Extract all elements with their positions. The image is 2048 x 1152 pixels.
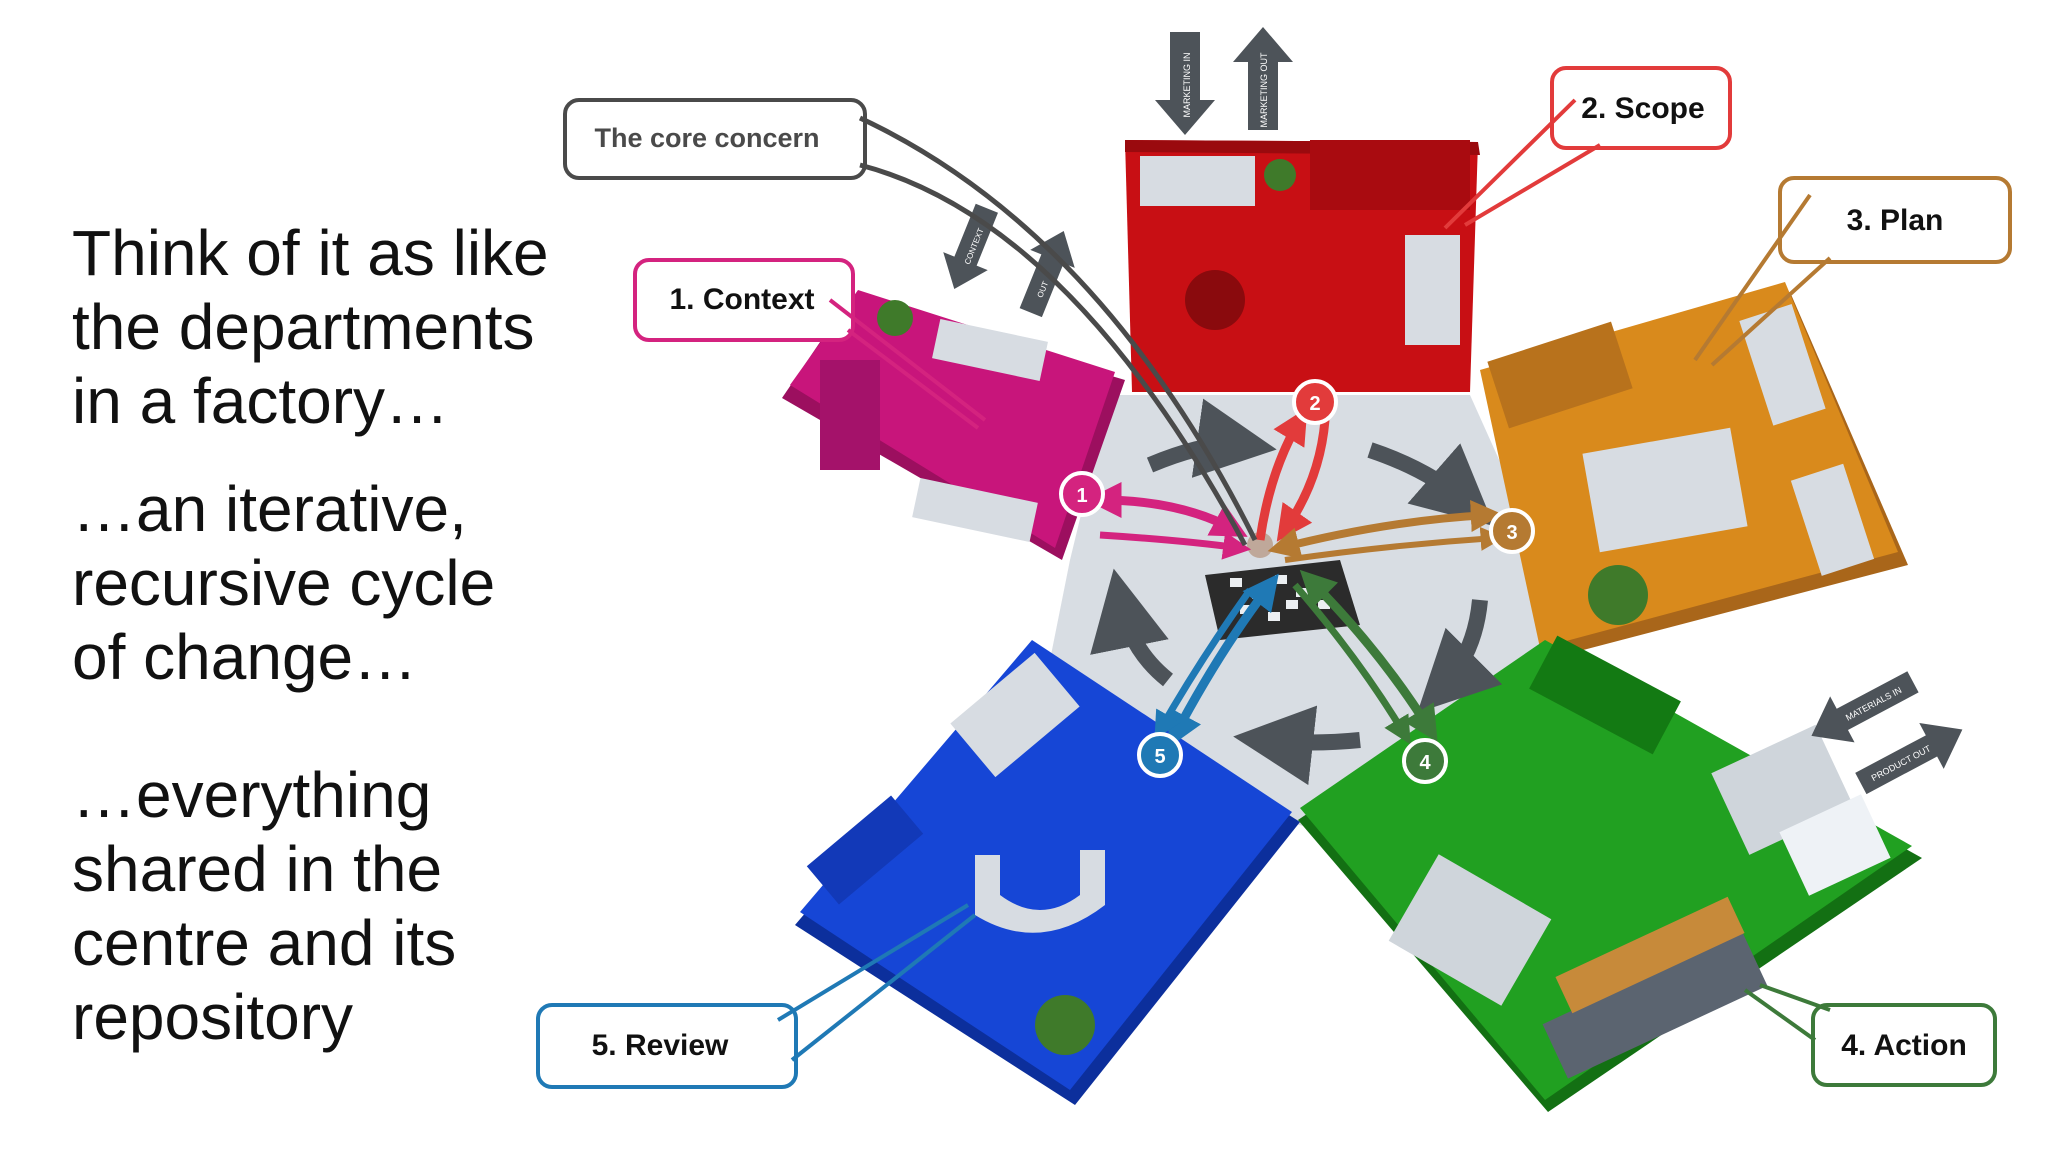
text-line: Think of it as like [72,217,549,289]
room-action [1298,635,1922,1112]
text-line: shared in the [72,833,443,905]
plan-flow-arrow [1284,526,1505,563]
badge-1: 1 [1059,471,1105,517]
text-line: …everything [72,759,432,831]
marketing-out-arrow: MARKETING OUT [1233,27,1293,130]
callout-label: The core concern [594,123,819,153]
callout-label: 3. Plan [1847,204,1944,237]
badge-number: 5 [1154,746,1165,768]
context-flow-arrow [1085,482,1248,537]
callout-context: 1. Context [633,258,987,430]
room-context [782,290,1125,560]
callout-plan: 3. Plan [1693,176,2012,367]
callout-review: 5. Review [536,903,977,1089]
action-flow-arrow [1299,569,1438,743]
intro-paragraph: Think of it as like the departments in a… [72,216,549,438]
cycle-paragraph: …an iterative, recursive cycle of change… [72,472,495,694]
product-out-arrow: PRODUCT OUT [1855,722,1963,795]
callout-label: 5. Review [592,1029,729,1062]
text-line: recursive cycle [72,547,496,619]
action-flow-arrow [1292,582,1411,745]
text-line: centre and its [72,907,457,979]
review-flow-arrow [1154,587,1253,740]
badge-3: 3 [1489,508,1535,554]
callout-label: 4. Action [1841,1029,1967,1062]
text-line: of change… [72,621,418,693]
context-flow-arrow [1099,531,1252,560]
badge-4: 4 [1402,738,1448,784]
badge-number: 3 [1506,522,1517,544]
text-line: in a factory… [72,365,450,437]
callout-scope: 2. Scope [1443,66,1732,230]
text-line: …an iterative, [72,473,467,545]
shared-paragraph: …everything shared in the centre and its… [72,758,456,1054]
badge-number: 1 [1076,485,1087,507]
scope-flow-arrow [1255,407,1308,541]
callout-label: 1. Context [669,283,814,316]
review-flow-arrow [1168,573,1279,748]
callout-core-concern: The core concern [563,98,1258,547]
badge-number: 2 [1309,393,1320,415]
text-line: repository [72,981,353,1053]
room-scope [1125,140,1480,392]
badge-5: 5 [1137,732,1183,778]
badge-number: 4 [1419,752,1431,774]
plan-flow-arrow [1267,499,1503,559]
badge-2: 2 [1292,379,1338,425]
callout-action: 4. Action [1743,983,1997,1087]
svg-text:MARKETING IN: MARKETING IN [1182,52,1192,117]
text-line: the departments [72,291,535,363]
callout-label: 2. Scope [1581,92,1704,125]
marketing-in-arrow: MARKETING IN [1155,32,1215,135]
svg-text:MARKETING OUT: MARKETING OUT [1259,52,1269,128]
room-plan [1480,282,1908,660]
